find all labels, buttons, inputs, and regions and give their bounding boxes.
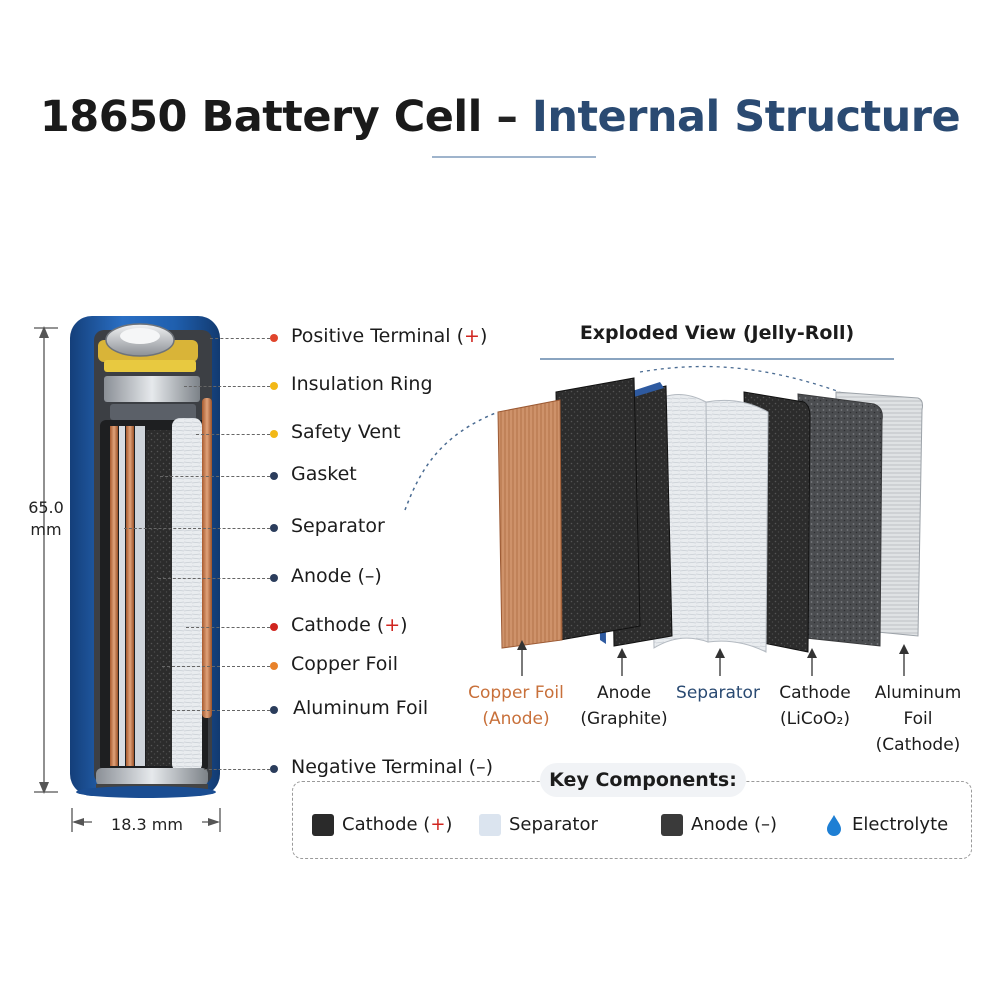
callout-label: Aluminum Foil bbox=[293, 697, 428, 719]
minus-sign: – bbox=[476, 756, 486, 778]
exploded-view-title: Exploded View (Jelly-Roll) bbox=[540, 322, 894, 344]
label-text: Insulation Ring bbox=[291, 373, 433, 395]
label-text: Anode ( bbox=[291, 565, 365, 587]
layer-label-line: Foil bbox=[848, 706, 988, 732]
sheet-anode-back bbox=[556, 378, 640, 640]
callout-leader bbox=[172, 710, 270, 711]
width-dimension-label: 18.3 mm bbox=[92, 815, 202, 834]
label-text-end: ) bbox=[400, 614, 407, 636]
callout-leader bbox=[186, 627, 270, 628]
exploded-view-underline bbox=[540, 358, 894, 360]
key-item: Cathode (+) bbox=[312, 812, 452, 838]
gasket bbox=[110, 404, 196, 420]
callout-label: Anode (–) bbox=[291, 565, 382, 587]
key-swatch bbox=[312, 814, 334, 836]
copper-outer-wrap bbox=[202, 398, 212, 718]
label-text: Aluminum Foil bbox=[293, 697, 428, 719]
label-text: Copper Foil bbox=[291, 653, 398, 675]
callout-leader bbox=[204, 769, 270, 770]
label-text: Anode ( bbox=[691, 814, 761, 835]
callout-leader bbox=[196, 434, 270, 435]
key-swatch bbox=[479, 814, 501, 836]
callout-leader bbox=[162, 666, 270, 667]
callout-label: Insulation Ring bbox=[291, 373, 433, 395]
connector-curve-top bbox=[640, 367, 840, 392]
label-text-end: ) bbox=[374, 565, 381, 587]
separator-layer-1 bbox=[119, 426, 125, 766]
layer-label-line: Aluminum bbox=[848, 680, 988, 706]
negative-terminal-base bbox=[96, 768, 208, 786]
height-dimension-unit: mm bbox=[24, 520, 68, 539]
label-text: Separator bbox=[291, 515, 385, 537]
label-text-end: ) bbox=[770, 814, 777, 835]
label-text: Cathode ( bbox=[342, 814, 430, 835]
plus-sign: + bbox=[430, 814, 445, 835]
callout-dot bbox=[270, 662, 278, 670]
callout-dot bbox=[270, 382, 278, 390]
label-text: Negative Terminal ( bbox=[291, 756, 476, 778]
key-item: Separator bbox=[479, 812, 598, 838]
height-dimension-arrow bbox=[34, 326, 58, 794]
callout-label: Separator bbox=[291, 515, 385, 537]
callout-label: Safety Vent bbox=[291, 421, 401, 443]
label-text: Positive Terminal ( bbox=[291, 325, 464, 347]
sheet-copper-foil bbox=[498, 400, 562, 648]
connector-curve bbox=[405, 412, 498, 510]
callout-label: Copper Foil bbox=[291, 653, 398, 675]
label-text-end: ) bbox=[445, 814, 452, 835]
label-text: Electrolyte bbox=[852, 814, 948, 835]
key-swatch bbox=[661, 814, 683, 836]
copper-layer-1 bbox=[110, 426, 118, 766]
droplet-icon bbox=[824, 813, 844, 837]
layer-label-line: (Graphite) bbox=[554, 706, 694, 732]
callout-dot bbox=[270, 334, 278, 342]
copper-layer-2 bbox=[126, 426, 134, 766]
safety-vent bbox=[104, 376, 200, 402]
cathode-aluminum-layer bbox=[172, 418, 202, 772]
callout-dot bbox=[270, 706, 278, 714]
callout-dot bbox=[270, 524, 278, 532]
label-text-end: ) bbox=[486, 756, 493, 778]
callout-label: Positive Terminal (+) bbox=[291, 325, 487, 347]
key-item: Anode (–) bbox=[661, 812, 777, 838]
layer-label-line: (Cathode) bbox=[848, 732, 988, 758]
callout-label: Cathode (+) bbox=[291, 614, 408, 636]
insulation-ring bbox=[104, 360, 196, 372]
layer-pointer-arrows bbox=[517, 640, 909, 676]
key-item: Electrolyte bbox=[824, 812, 948, 838]
exploded-view-sheets bbox=[498, 378, 923, 652]
label-text: Cathode ( bbox=[291, 614, 384, 636]
callout-leader bbox=[184, 386, 270, 387]
callout-label: Negative Terminal (–) bbox=[291, 756, 493, 778]
key-components-title: Key Components: bbox=[540, 763, 746, 797]
callout-leader bbox=[158, 578, 270, 579]
anode-layer bbox=[146, 430, 172, 766]
height-dimension-value: 65.0 bbox=[24, 498, 68, 517]
callout-dot bbox=[270, 574, 278, 582]
minus-sign: – bbox=[365, 565, 375, 587]
label-text-end: ) bbox=[480, 325, 487, 347]
callout-dot bbox=[270, 430, 278, 438]
minus-sign: – bbox=[761, 814, 770, 835]
label-text: Safety Vent bbox=[291, 421, 401, 443]
callout-dot bbox=[270, 765, 278, 773]
label-text: Separator bbox=[509, 814, 598, 835]
callout-leader bbox=[210, 338, 270, 339]
callout-label: Gasket bbox=[291, 463, 357, 485]
separator-layer-2 bbox=[135, 426, 145, 766]
plus-sign: + bbox=[464, 325, 480, 347]
callout-leader bbox=[124, 528, 270, 529]
callout-dot bbox=[270, 623, 278, 631]
label-text: Gasket bbox=[291, 463, 357, 485]
callout-dot bbox=[270, 472, 278, 480]
sheet-cathode bbox=[798, 394, 882, 646]
callout-leader bbox=[160, 476, 270, 477]
sheet-separator-right bbox=[706, 400, 768, 652]
plus-sign: + bbox=[384, 614, 400, 636]
